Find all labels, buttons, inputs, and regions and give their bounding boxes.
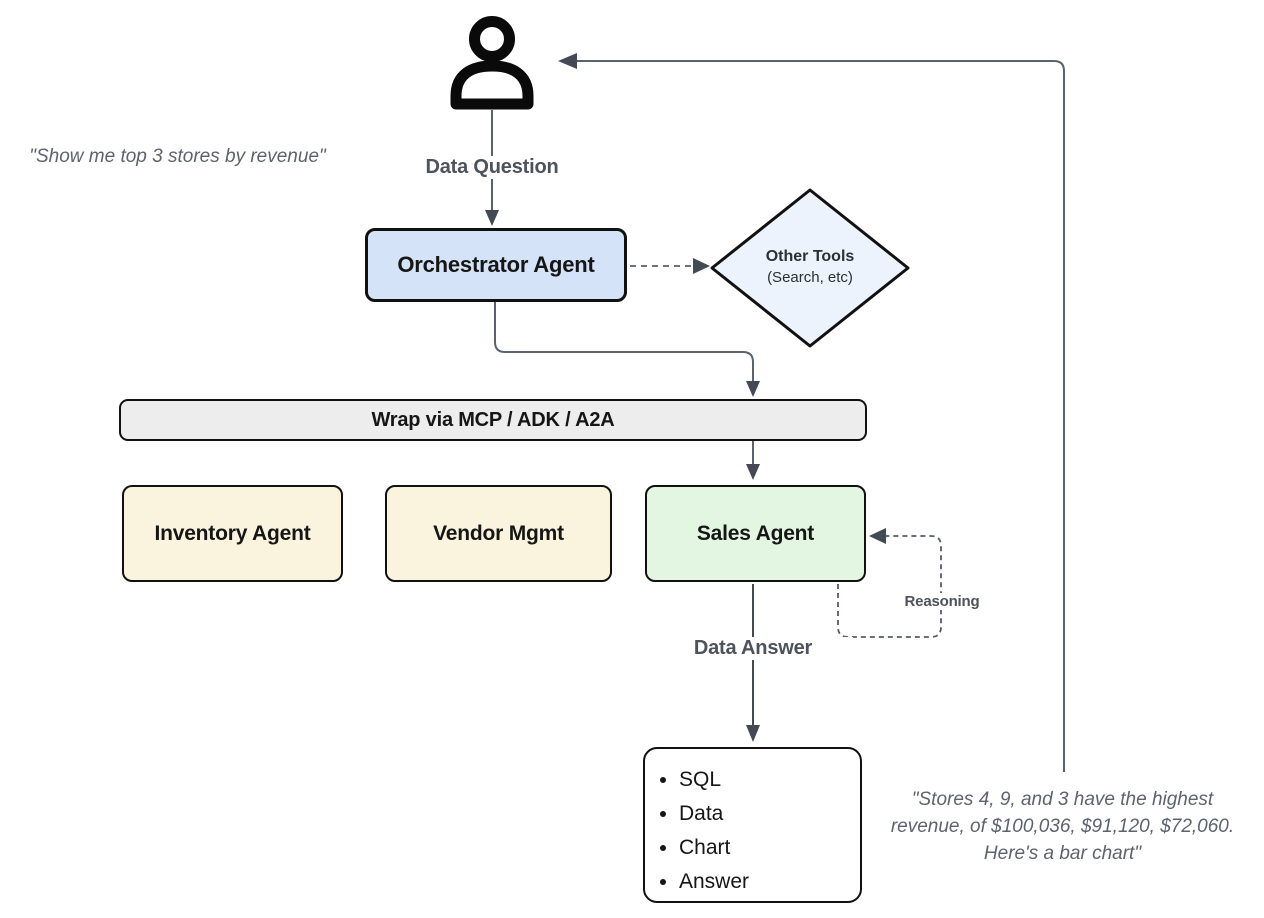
orchestrator-agent-label: Orchestrator Agent: [397, 252, 595, 277]
output-item-data: Data: [679, 797, 860, 831]
sales-agent-label: Sales Agent: [696, 521, 815, 545]
arrow-wrap-bar-to-sales: [746, 441, 760, 480]
answer-quote-line3: Here's a bar chart": [983, 843, 1142, 864]
other-tools-diamond: [710, 188, 910, 348]
other-tools-subtitle: (Search, etc): [767, 269, 853, 286]
answer-quote-line1: "Stores 4, 9, and 3 have the highest: [911, 789, 1214, 810]
user-quote: "Show me top 3 stores by revenue": [29, 146, 326, 167]
inventory-agent-label: Inventory Agent: [154, 521, 311, 545]
output-item-answer: Answer: [679, 865, 860, 899]
user-icon: [450, 16, 534, 110]
answer-quote: "Stores 4, 9, and 3 have the highest rev…: [865, 786, 1260, 867]
sales-agent-node: Sales Agent: [645, 485, 866, 582]
arrow-sales-to-output: [746, 584, 760, 742]
vendor-mgmt-node: Vendor Mgmt: [385, 485, 612, 582]
data-answer-label: Data Answer: [653, 637, 853, 660]
output-list: SQL Data Chart Answer: [645, 763, 860, 899]
arrow-orchestrator-to-wrap-bar: [494, 302, 760, 397]
other-tools-title: Other Tools: [765, 248, 855, 265]
output-item-chart: Chart: [679, 831, 860, 865]
data-question-label: Data Question: [382, 156, 602, 179]
arrow-answer-to-user: [558, 53, 1065, 772]
answer-quote-line2: revenue, of $100,036, $91,120, $72,060.: [890, 816, 1235, 837]
output-item-sql: SQL: [679, 763, 860, 797]
reasoning-label: Reasoning: [888, 593, 996, 610]
vendor-mgmt-label: Vendor Mgmt: [433, 521, 564, 545]
other-tools-node: Other Tools (Search, etc): [735, 246, 885, 288]
wrap-bar-label: Wrap via MCP / ADK / A2A: [371, 408, 615, 431]
orchestrator-agent-node: Orchestrator Agent: [365, 228, 627, 302]
wrap-bar-node: Wrap via MCP / ADK / A2A: [119, 399, 867, 441]
arrow-orchestrator-to-other-tools: [630, 258, 710, 274]
reasoning-loop: [837, 528, 942, 638]
output-node: SQL Data Chart Answer: [643, 747, 862, 903]
inventory-agent-node: Inventory Agent: [122, 485, 343, 582]
